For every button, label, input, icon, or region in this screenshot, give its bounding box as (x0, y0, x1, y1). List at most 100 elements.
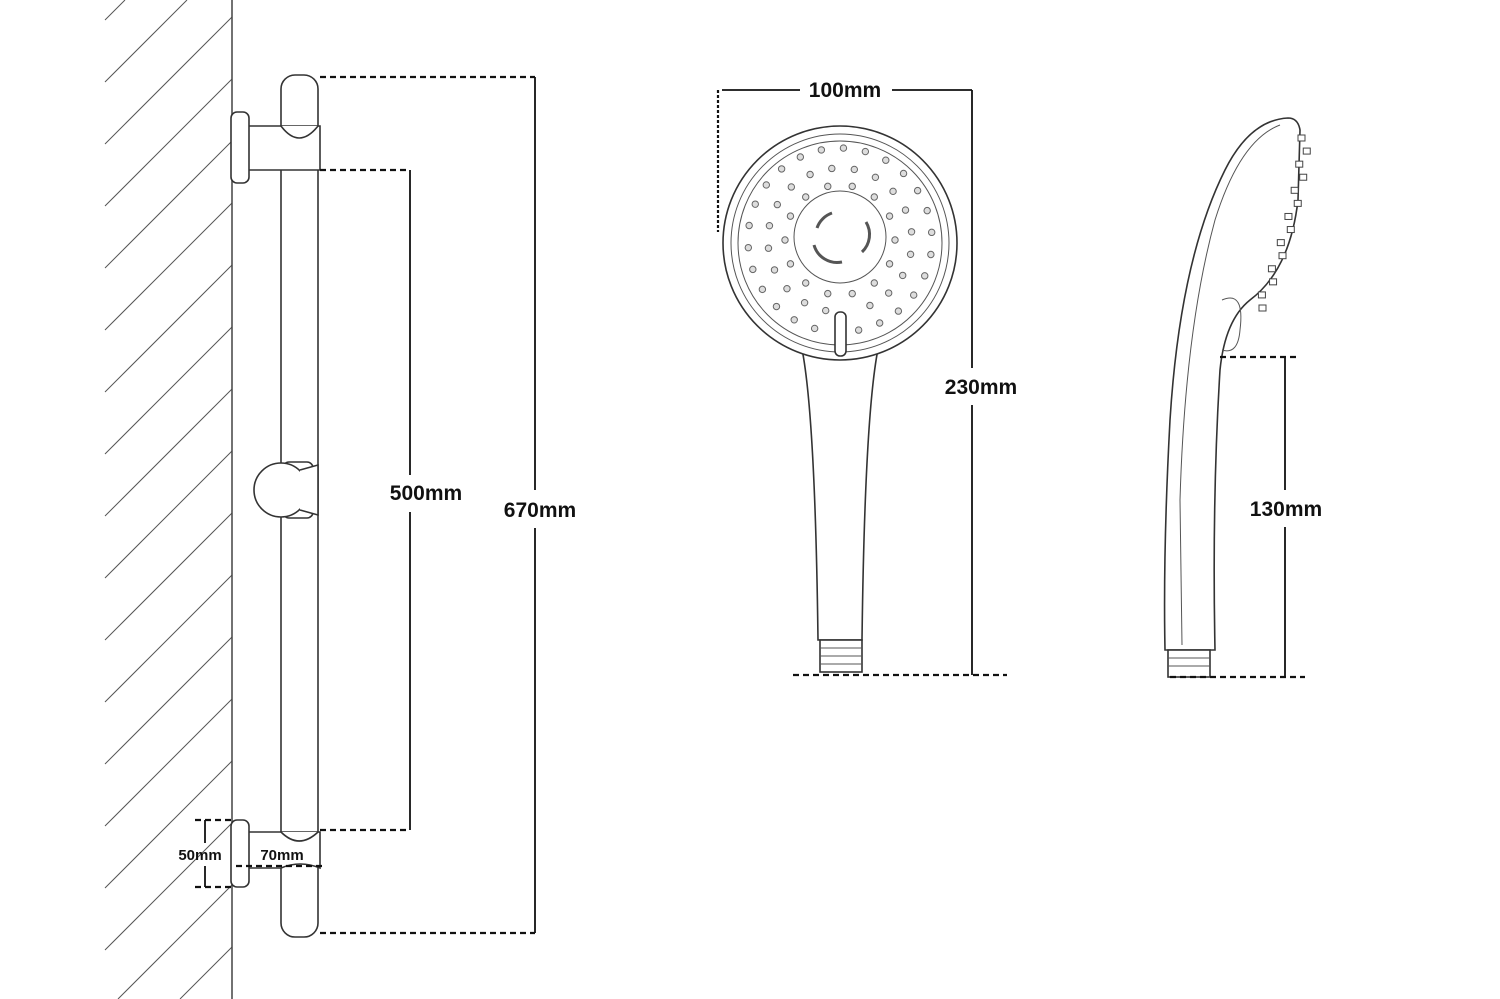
nozzle (854, 326, 863, 334)
nozzle (927, 250, 935, 259)
nozzle (884, 289, 893, 297)
dim-50: 50mm (178, 818, 232, 889)
side-nozzle (1286, 226, 1295, 234)
nozzle (875, 319, 884, 327)
side-nozzle (1293, 199, 1302, 207)
nozzle (898, 271, 907, 280)
nozzle (921, 272, 929, 280)
nozzle (927, 228, 936, 237)
dim-500: 500mm (320, 168, 462, 832)
nozzle (796, 153, 805, 161)
hatch-line (104, 388, 233, 517)
nozzle (817, 146, 826, 154)
nozzle (861, 147, 870, 156)
hatch-line (104, 636, 233, 765)
nozzle (848, 289, 856, 298)
nozzle (910, 291, 918, 299)
hatch-line (117, 884, 233, 999)
head-diameter-label: 100mm (809, 79, 881, 102)
nozzle (802, 279, 810, 287)
spray-nozzles (744, 144, 936, 334)
nozzle (866, 301, 874, 310)
nozzle (781, 236, 789, 244)
dim-130: 130mm (1170, 355, 1322, 679)
hatch-line (104, 264, 233, 393)
side-nozzle (1278, 252, 1287, 260)
slider-holder (253, 461, 319, 519)
nozzle (770, 266, 779, 274)
nozzle (764, 244, 773, 252)
side-nozzle (1299, 173, 1308, 181)
nozzle (907, 228, 916, 236)
nozzle (751, 200, 759, 208)
dim-670: 670mm (320, 75, 576, 935)
nozzle (901, 206, 910, 214)
hatch-line (104, 326, 233, 455)
nozzle (870, 279, 878, 287)
nozzle (850, 165, 859, 174)
nozzle (885, 212, 894, 220)
nozzle (765, 221, 774, 230)
nozzle (839, 144, 848, 152)
nozzle (745, 221, 753, 230)
nozzle (744, 243, 753, 252)
side-nozzle (1257, 291, 1266, 299)
nozzle (821, 306, 830, 315)
side-nozzle (1284, 212, 1293, 220)
nozzle (806, 170, 814, 179)
side-nozzle (1302, 147, 1311, 155)
nozzle (749, 265, 757, 274)
side-nozzles (1257, 134, 1311, 312)
nozzle (891, 236, 899, 244)
nozzle (824, 289, 832, 298)
nozzle (762, 181, 770, 189)
hatch-line (104, 512, 233, 641)
side-nozzle (1290, 186, 1299, 194)
handset-front-view (722, 125, 958, 673)
handset-side-view (1163, 117, 1311, 678)
nozzle (870, 193, 878, 201)
bracket-spacing-label: 500mm (390, 482, 462, 505)
side-nozzle (1267, 265, 1276, 273)
hatch-line (104, 450, 233, 579)
nozzle (824, 182, 832, 191)
top-bracket (230, 111, 321, 184)
handset-length-label: 230mm (945, 376, 1017, 399)
hatch-line (104, 16, 233, 145)
nozzle (783, 284, 791, 293)
nozzle (800, 298, 809, 307)
nozzle (802, 193, 810, 201)
nozzle (787, 183, 796, 191)
hatch-line (104, 140, 233, 269)
nozzle (906, 250, 915, 259)
side-nozzle (1295, 160, 1304, 168)
handle-length-label: 130mm (1250, 498, 1322, 521)
nozzle (889, 187, 897, 196)
nozzle (913, 186, 922, 195)
nozzle (899, 169, 908, 178)
bottom-bracket (230, 819, 321, 888)
bracket-height-label: 50mm (178, 847, 221, 864)
nozzle (871, 173, 880, 182)
bracket-depth-label: 70mm (260, 847, 303, 864)
dim-70: 70mm (236, 847, 322, 868)
nozzle (773, 200, 782, 209)
side-nozzle (1276, 239, 1285, 247)
nozzle (828, 164, 836, 173)
nozzle (848, 182, 856, 191)
dim-100: 100mm (716, 79, 972, 232)
hatch-line (104, 0, 126, 21)
hatch-line (104, 760, 233, 889)
wall-hatching (104, 0, 233, 999)
nozzle (882, 156, 890, 164)
nozzle (790, 316, 798, 324)
hatch-line (104, 822, 233, 951)
riser-rail (230, 74, 321, 938)
nozzle (923, 206, 931, 215)
nozzle (772, 302, 781, 311)
side-nozzle (1269, 278, 1278, 286)
nozzle (786, 212, 795, 220)
nozzle (810, 324, 819, 333)
side-nozzle (1297, 134, 1306, 142)
